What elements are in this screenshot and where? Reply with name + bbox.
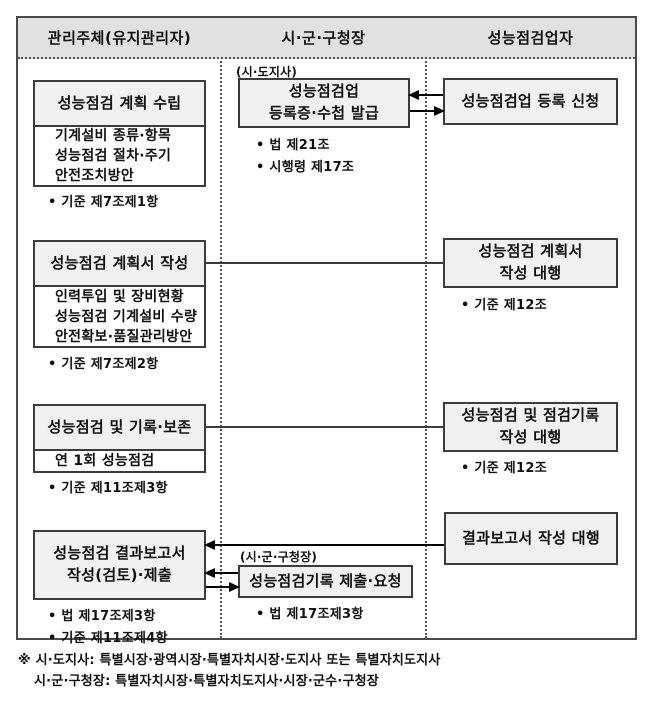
plan-list-item: 안전조치방안 [55, 168, 135, 184]
plan-doc-box-list: 인력투입 및 장비현황 성능점검 기계설비 수량 안전확보·품질관리방안 [33, 285, 206, 348]
plan-doc-list-item: 안전확보·품질관리방안 [55, 328, 193, 345]
report-agency-box: 결과보고서 작성 대행 [444, 512, 618, 565]
plan-doc-box-title: 성능점검 계획서 작성 [33, 240, 206, 287]
footnote-line2: 시·군·구청장: 특별자치시장·특별자치도지사·시장·군수·구청장 [34, 674, 379, 689]
plan-agency-note: • 기준 제12조 [461, 298, 547, 313]
plan-list-item: 기계설비 종류·항목 [55, 128, 172, 144]
register-box-note1: • 법 제21조 [256, 138, 330, 153]
record-box: 성능점검기록 제출·요청 [238, 565, 413, 598]
report-box-line2: 작성(검토)·제출 [67, 566, 172, 584]
header-inspection-company: 성능점검업자 [487, 29, 574, 47]
column-divider-2 [425, 18, 427, 638]
inspect-agency-line2: 작성 대행 [499, 428, 562, 446]
plan-doc-list-item: 성능점검 기계설비 수량 [55, 308, 198, 325]
apply-box-text: 성능점검업 등록 신청 [461, 91, 600, 110]
inspect-box-title: 성능점검 및 기록·보존 [33, 404, 206, 451]
header-row: 관리주체(유지관리자) 시·군·구청장 성능점검업자 [18, 18, 635, 59]
inspect-agency-line1: 성능점검 및 점검기록 [461, 406, 600, 425]
connector-inspect-agency [206, 426, 444, 428]
connector-plan-doc-agency [206, 262, 444, 264]
arrow-report-agency-to-report [204, 540, 444, 550]
inspect-box-title-text: 성능점검 및 기록·보존 [47, 417, 192, 436]
arrowhead-left-icon [408, 90, 419, 100]
plan-agency-line2: 작성 대행 [499, 264, 562, 282]
footnote-line1: ※ 시·도지사: 특별시장·광역시장·특별자치시장·도지사 또는 특별자치도지사 [18, 653, 441, 668]
inspect-agency-box: 성능점검 및 점검기록 작성 대행 [443, 402, 618, 452]
arrow-apply-to-register [408, 90, 443, 100]
plan-doc-box-note: • 기준 제7조제2항 [48, 357, 159, 372]
record-box-text: 성능점검기록 제출·요청 [249, 571, 402, 590]
plan-agency-box: 성능점검 계획서 작성 대행 [443, 238, 618, 288]
inspect-agency-note: • 기준 제12조 [461, 461, 547, 476]
arrowhead-right-icon [434, 106, 445, 116]
report-box-line1: 성능점검 결과보고서 [53, 544, 186, 563]
register-box: 성능점검업 등록증·수첩 발급 [238, 78, 410, 128]
report-box: 성능점검 결과보고서 작성(검토)·제출 [33, 530, 206, 600]
register-box-line1: 성능점검업 [288, 82, 360, 101]
plan-list-item: 성능점검 절차·주기 [55, 148, 172, 164]
header-management-entity: 관리주체(유지관리자) [47, 29, 192, 47]
plan-doc-box-title-text: 성능점검 계획서 작성 [50, 253, 189, 272]
arrowhead-left-icon [204, 540, 215, 550]
register-box-line2: 등록증·수첩 발급 [268, 104, 380, 122]
column-divider-1 [220, 18, 222, 638]
inspect-box-list: 연 1회 성능점검 [33, 449, 206, 473]
plan-agency-line1: 성능점검 계획서 [478, 242, 583, 261]
plan-box-title: 성능점검 계획 수립 [33, 80, 206, 127]
report-agency-text: 결과보고서 작성 대행 [462, 528, 600, 547]
arrow-register-to-apply [410, 106, 445, 116]
record-box-note: • 법 제17조제3항 [256, 607, 364, 622]
record-box-label: (시·군·구청장) [240, 550, 318, 564]
plan-box-list: 기계설비 종류·항목 성능점검 절차·주기 안전조치방안 [33, 125, 206, 187]
arrow-record-to-report [204, 568, 238, 578]
plan-doc-list-item: 인력투입 및 장비현황 [55, 288, 184, 305]
inspect-list-item: 연 1회 성능점검 [55, 453, 155, 469]
register-box-note2: • 시행령 제17조 [256, 160, 355, 175]
plan-box-note: • 기준 제7조제1항 [48, 195, 159, 210]
arrowhead-right-icon [229, 582, 240, 592]
apply-box: 성능점검업 등록 신청 [443, 78, 618, 125]
report-box-note2: • 기준 제11조제4항 [48, 631, 168, 646]
arrowhead-left-icon [204, 568, 215, 578]
register-box-label: (시·도지사) [236, 65, 298, 79]
inspect-box-note: • 기준 제11조제3항 [48, 481, 168, 496]
header-mayor: 시·군·구청장 [281, 29, 366, 47]
plan-box-title-text: 성능점검 계획 수립 [57, 93, 182, 112]
report-box-note1: • 법 제17조제3항 [48, 609, 156, 624]
arrow-report-to-record [206, 582, 240, 592]
